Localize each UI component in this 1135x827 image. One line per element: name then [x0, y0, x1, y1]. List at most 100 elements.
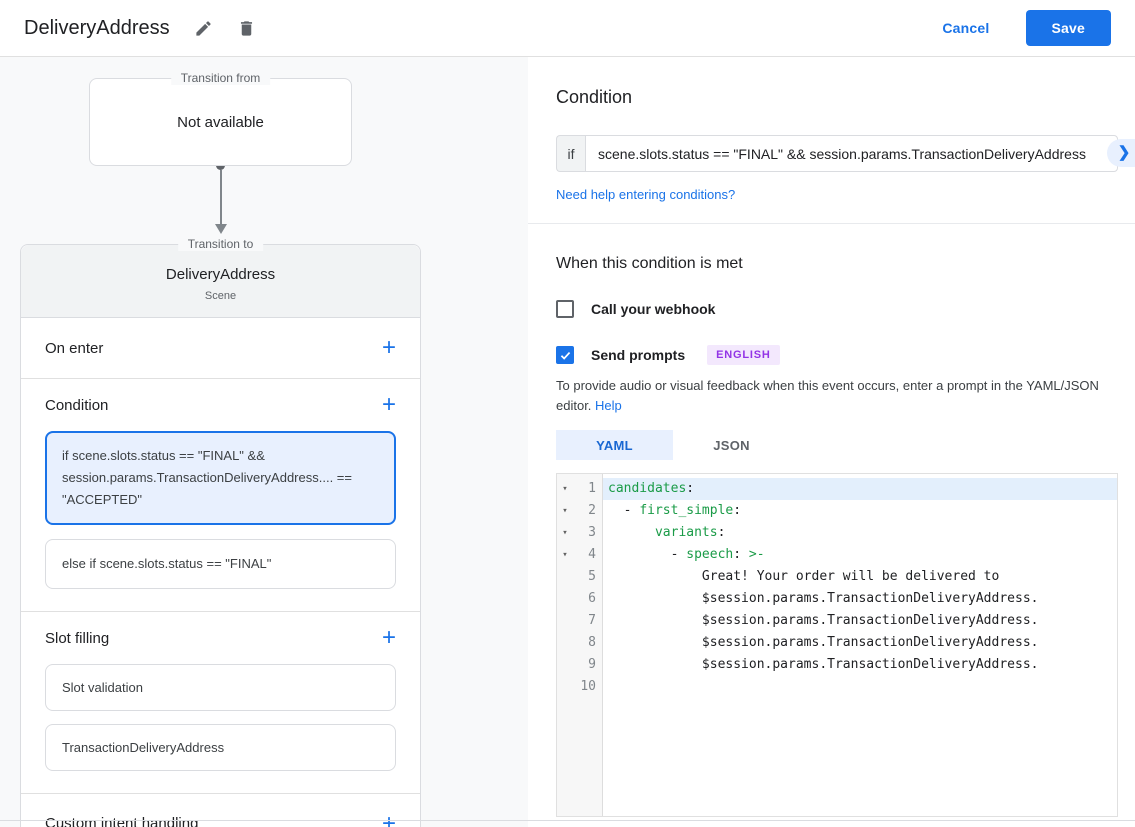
condition-card[interactable]: if scene.slots.status == "FINAL" && sess…	[45, 431, 396, 525]
scene-card-header: DeliveryAddress Scene	[21, 245, 420, 318]
send-prompts-label: Send prompts	[591, 347, 686, 363]
prompt-helper-text: To provide audio or visual feedback when…	[556, 376, 1118, 416]
section-divider	[528, 223, 1135, 224]
code-text: $session.params.TransactionDeliveryAddre…	[608, 613, 1039, 628]
send-prompts-row: Send prompts ENGLISH	[556, 345, 1118, 365]
app-header: DeliveryAddress Cancel Save	[0, 0, 1135, 57]
fold-spacer	[557, 566, 573, 588]
fold-toggle-icon[interactable]: ▾	[562, 484, 568, 494]
fold-spacer	[557, 610, 573, 632]
check-icon	[559, 349, 572, 362]
on-enter-section: On enter +	[21, 318, 420, 378]
editor-gutter	[557, 474, 603, 816]
edit-scene-button[interactable]	[190, 15, 217, 42]
code-line[interactable]: ▾ 2 - first_simple:	[557, 500, 1117, 522]
code-text	[603, 676, 1117, 698]
code-text: $session.params.TransactionDeliveryAddre…	[608, 591, 1039, 606]
line-number: 8	[588, 635, 596, 650]
code-line[interactable]: 6 $session.params.TransactionDeliveryAdd…	[557, 588, 1117, 610]
fold-spacer	[557, 676, 573, 698]
cancel-button[interactable]: Cancel	[936, 19, 995, 37]
trash-icon	[237, 19, 256, 38]
webhook-row: Call your webhook	[556, 300, 1118, 318]
slot-card[interactable]: TransactionDeliveryAddress	[45, 724, 396, 771]
code-text: variants:	[654, 525, 726, 540]
condition-expression-row: if	[556, 135, 1118, 172]
page-title: DeliveryAddress	[24, 16, 170, 39]
transition-from-box: Transition from Not available	[89, 71, 352, 166]
code-text: $session.params.TransactionDeliveryAddre…	[608, 657, 1039, 672]
code-line[interactable]: ▾ 1 candidates:	[557, 478, 1117, 500]
add-custom-intent-button[interactable]: +	[382, 811, 396, 827]
line-number: 3	[588, 525, 596, 540]
condition-section: Condition + if scene.slots.status == "FI…	[21, 378, 420, 611]
condition-panel-title: Condition	[556, 87, 633, 107]
send-prompts-checkbox[interactable]	[556, 346, 574, 364]
code-text: - speech: >-	[608, 547, 765, 562]
chevron-right-icon: ❯	[1117, 144, 1131, 161]
when-met-title: When this condition is met	[556, 255, 743, 272]
line-number: 9	[588, 657, 596, 672]
slot-filling-label: Slot filling	[45, 629, 110, 647]
scene-card: Transition to DeliveryAddress Scene On e…	[20, 237, 421, 827]
transition-to-label: Transition to	[177, 237, 264, 251]
line-number: 1	[588, 481, 596, 496]
code-line[interactable]: 5 Great! Your order will be delivered to	[557, 566, 1117, 588]
language-badge: ENGLISH	[707, 345, 780, 365]
call-webhook-label: Call your webhook	[591, 301, 716, 317]
line-number: 2	[588, 503, 596, 518]
condition-expression-input[interactable]	[585, 135, 1118, 172]
condition-section-label: Condition	[45, 396, 109, 414]
line-number: 4	[588, 547, 596, 562]
slot-card[interactable]: Slot validation	[45, 664, 396, 711]
custom-intent-label: Custom intent handling	[45, 815, 199, 827]
fold-toggle-icon[interactable]: ▾	[562, 506, 568, 516]
code-text: - first_simple:	[608, 503, 742, 518]
transition-arrow	[20, 161, 421, 244]
fold-toggle-icon[interactable]: ▾	[562, 550, 568, 560]
line-number: 6	[588, 591, 596, 606]
add-condition-button[interactable]: +	[381, 391, 396, 418]
call-webhook-checkbox[interactable]	[556, 300, 574, 318]
condition-detail-pane: ❯ Condition if Need help entering condit…	[528, 57, 1135, 827]
code-line[interactable]: 8 $session.params.TransactionDeliveryAdd…	[557, 632, 1117, 654]
scene-graph-pane: Transition from Not available Transition…	[0, 57, 528, 827]
help-link[interactable]: Help	[595, 398, 622, 413]
connector-line	[219, 170, 222, 224]
custom-intent-section: Custom intent handling +	[21, 793, 420, 827]
line-number: 7	[588, 613, 596, 628]
add-on-enter-button[interactable]: +	[381, 334, 396, 361]
tab-yaml[interactable]: YAML	[556, 430, 673, 460]
yaml-code-editor[interactable]: ▾ 1 candidates: ▾ 2 - first_simple: ▾ 3 varian…	[556, 473, 1118, 817]
fold-toggle-icon[interactable]: ▾	[562, 528, 568, 538]
fold-spacer	[557, 654, 573, 676]
if-prefix-label: if	[556, 135, 585, 172]
code-line[interactable]: 9 $session.params.TransactionDeliveryAdd…	[557, 654, 1117, 676]
code-text: Great! Your order will be delivered to	[608, 569, 1000, 584]
code-line[interactable]: ▾ 4 - speech: >-	[557, 544, 1117, 566]
scene-type: Scene	[204, 290, 237, 302]
condition-card[interactable]: else if scene.slots.status == "FINAL"	[45, 539, 396, 589]
transition-from-label: Transition from	[170, 71, 271, 85]
add-slot-button[interactable]: +	[381, 624, 396, 651]
line-number: 5	[588, 569, 596, 584]
condition-help-link[interactable]: Need help entering conditions?	[556, 187, 736, 202]
page-bottom-edge	[0, 820, 1135, 821]
code-line[interactable]: 7 $session.params.TransactionDeliveryAdd…	[557, 610, 1117, 632]
transition-from-value: Not available	[177, 113, 264, 131]
code-text: candidates:	[603, 478, 1117, 500]
code-line[interactable]: 10	[557, 676, 1117, 698]
code-line[interactable]: ▾ 3 variants:	[557, 522, 1117, 544]
collapse-panel-button[interactable]: ❯	[1107, 139, 1135, 167]
arrow-down-icon	[214, 224, 227, 234]
pencil-icon	[194, 19, 213, 38]
save-button[interactable]: Save	[1025, 10, 1111, 46]
delete-scene-button[interactable]	[233, 15, 260, 42]
scene-name: DeliveryAddress	[165, 266, 276, 283]
on-enter-label: On enter	[45, 339, 104, 357]
fold-spacer	[557, 632, 573, 654]
tab-json[interactable]: JSON	[673, 430, 790, 460]
